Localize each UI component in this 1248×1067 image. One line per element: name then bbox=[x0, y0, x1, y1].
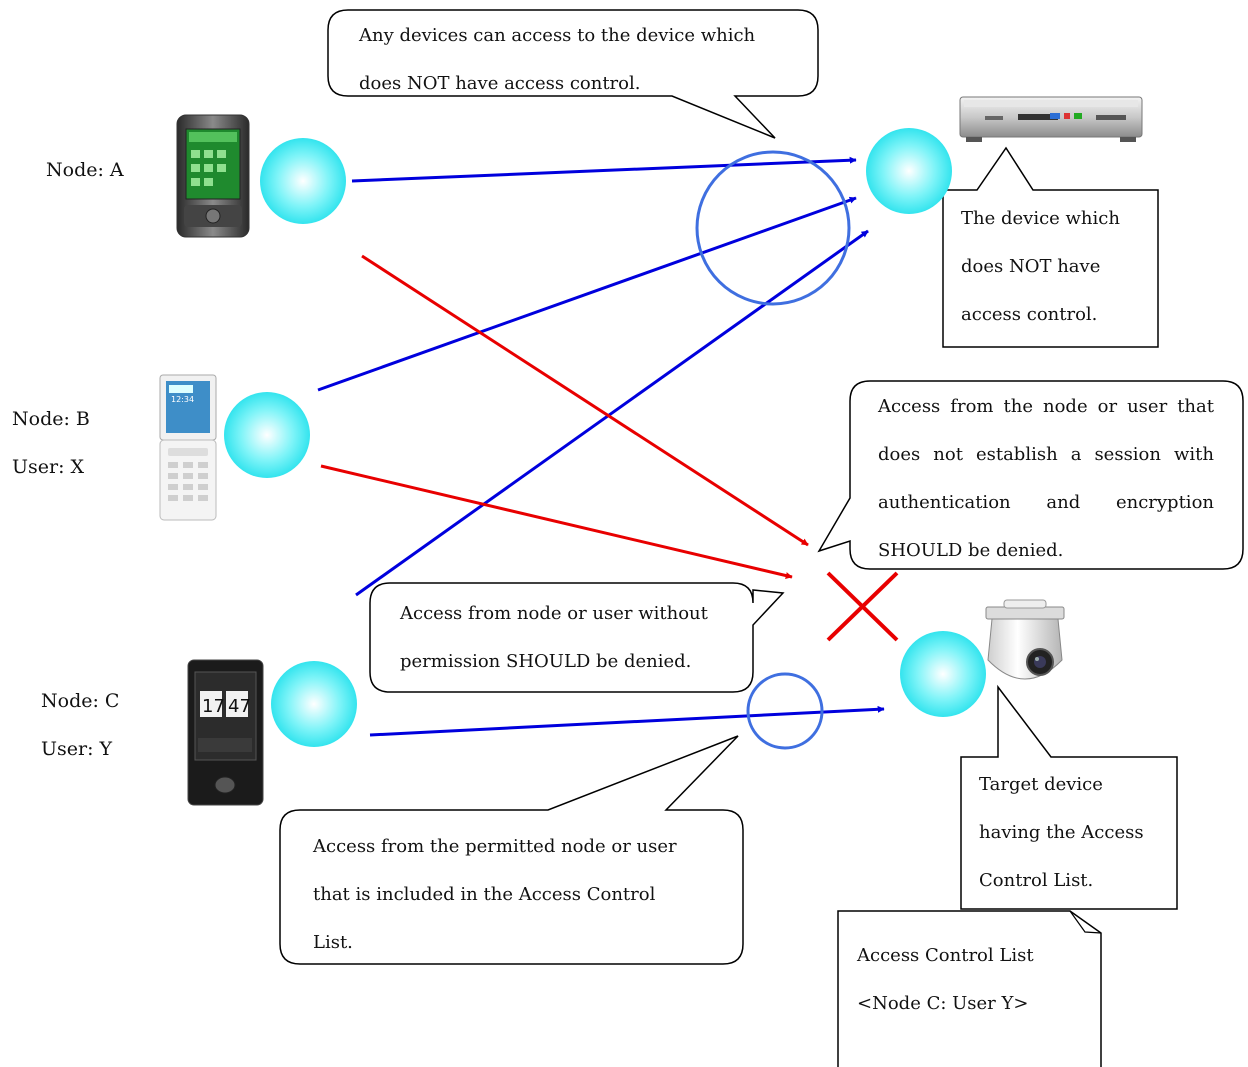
acl-note-shape bbox=[837, 910, 1102, 1067]
callout-permitted-access-text: Access from the permitted node or user t… bbox=[313, 823, 677, 967]
flip-phone-icon: 12:34 bbox=[159, 374, 217, 521]
user-y-label: User: Y bbox=[41, 738, 113, 760]
node-c-circle bbox=[271, 661, 357, 747]
callout-line: that is included in the Access Control bbox=[313, 884, 656, 905]
callout-line: does NOT have access control. bbox=[359, 73, 641, 94]
callout-no-permission-denied-shape bbox=[369, 582, 785, 693]
svg-text:12:34: 12:34 bbox=[171, 395, 194, 404]
pda-phone-icon bbox=[176, 114, 250, 238]
callout-target-device-text: Target device having the Access Control … bbox=[979, 761, 1144, 905]
touch-phone-icon: 17 47 bbox=[187, 659, 264, 806]
svg-text:17: 17 bbox=[202, 696, 225, 717]
highlight-circle-open-access bbox=[695, 150, 851, 306]
svg-text:47: 47 bbox=[228, 696, 251, 717]
callout-line: Any devices can access to the device whi… bbox=[359, 25, 756, 46]
arrow-node-b-to-open-device bbox=[317, 196, 857, 392]
callout-line: Access from node or user without bbox=[400, 603, 708, 624]
open-device-circle bbox=[866, 128, 952, 214]
arrow-node-c-to-open-device bbox=[355, 229, 869, 597]
arrow-node-a-to-target-denied bbox=[361, 254, 809, 547]
callout-line: permission SHOULD be denied. bbox=[400, 651, 692, 672]
callout-any-devices-text: Any devices can access to the device whi… bbox=[359, 12, 755, 108]
user-x-label: User: X bbox=[12, 456, 85, 478]
node-a-circle bbox=[260, 138, 346, 224]
node-b-label: Node: B bbox=[12, 408, 90, 430]
acl-note-text: Access Control List <Node C: User Y> bbox=[857, 932, 1034, 1028]
callout-line: having the Access bbox=[979, 822, 1144, 843]
denied-x-mark bbox=[826, 571, 899, 642]
node-b-circle bbox=[224, 392, 310, 478]
callout-line: access control. bbox=[961, 304, 1098, 325]
target-device-circle bbox=[900, 631, 986, 717]
network-camera-icon bbox=[985, 599, 1065, 680]
callout-line: Control List. bbox=[979, 870, 1094, 891]
callout-no-access-control-device-text: The device which does NOT have access co… bbox=[961, 195, 1120, 339]
callout-line: Access from the node or user that bbox=[878, 396, 1214, 417]
acl-entry: <Node C: User Y> bbox=[857, 993, 1029, 1014]
callout-line: SHOULD be denied. bbox=[878, 540, 1064, 561]
arrow-node-a-to-open-device bbox=[351, 156, 857, 183]
arrow-node-b-to-target-denied bbox=[320, 464, 793, 579]
arrow-node-c-to-target-device bbox=[369, 705, 885, 737]
callout-no-session-denied-shape bbox=[817, 380, 1244, 570]
callout-line: Target device bbox=[979, 774, 1103, 795]
node-a-label: Node: A bbox=[46, 159, 124, 181]
callout-no-session-denied-text: Access from the node or user that does n… bbox=[878, 383, 1214, 575]
highlight-circle-permitted-access bbox=[746, 672, 824, 750]
callout-line: List. bbox=[313, 932, 353, 953]
acl-title: Access Control List bbox=[857, 945, 1034, 966]
callout-line: does NOT have bbox=[961, 256, 1101, 277]
node-c-label: Node: C bbox=[41, 690, 120, 712]
callout-target-device-shape bbox=[960, 684, 1178, 910]
callout-line: Access from the permitted node or user bbox=[313, 836, 677, 857]
callout-permitted-access-shape bbox=[279, 735, 744, 965]
callout-any-devices-shape bbox=[327, 9, 819, 139]
callout-line: The device which bbox=[961, 208, 1120, 229]
callout-no-access-control-device-shape bbox=[942, 146, 1159, 348]
callout-no-permission-denied-text: Access from node or user without permiss… bbox=[400, 590, 708, 686]
callout-line: does not establish a session with bbox=[878, 444, 1214, 465]
set-top-box-icon bbox=[959, 96, 1143, 142]
callout-line: authentication and encryption bbox=[878, 492, 1214, 513]
